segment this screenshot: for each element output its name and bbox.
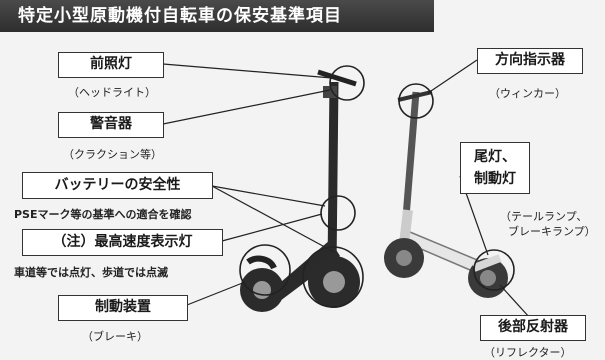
turn-signal-highlight xyxy=(398,83,434,119)
tail-light-label: 尾灯、 制動灯 xyxy=(460,142,530,194)
battery-note: PSEマーク等の基準への適合を確認 xyxy=(14,208,192,221)
headlight-note: （ヘッドライト） xyxy=(68,86,156,99)
battery-highlight xyxy=(302,246,364,308)
speed-indicator-highlight xyxy=(320,195,356,231)
front-scooter-image xyxy=(240,69,360,312)
tail-light-note-line2: ブレーキランプ） xyxy=(508,225,596,238)
headlight-highlight xyxy=(329,65,365,101)
turn-signal-note: （ウィンカー） xyxy=(489,87,566,100)
tail-light-label-line2: 制動灯 xyxy=(474,171,516,187)
battery-label: バッテリーの安全性 xyxy=(22,172,213,199)
reflector-note: （リフレクター） xyxy=(484,346,572,359)
turn-signal-label: 方向指示器 xyxy=(477,48,583,74)
tail-light-label-line1: 尾灯、 xyxy=(474,149,516,165)
tail-light-highlight xyxy=(473,249,515,291)
speed-indicator-label: （注）最高速度表示灯 xyxy=(22,229,223,256)
headlight-label: 前照灯 xyxy=(58,52,164,78)
brake-highlight xyxy=(239,244,291,296)
brake-label: 制動装置 xyxy=(58,295,188,321)
horn-label: 警音器 xyxy=(58,112,164,138)
reflector-label: 後部反射器 xyxy=(480,315,586,341)
brake-note: （ブレーキ） xyxy=(82,330,148,343)
page-title: 特定小型原動機付自転車の保安基準項目 xyxy=(0,0,434,32)
speed-indicator-note: 車道等では点灯、歩道では点滅 xyxy=(14,266,168,279)
rear-scooter-image xyxy=(384,90,508,298)
horn-note: （クラクション等） xyxy=(63,148,162,161)
tail-light-note-line1: （テールランプ、 xyxy=(500,210,588,223)
